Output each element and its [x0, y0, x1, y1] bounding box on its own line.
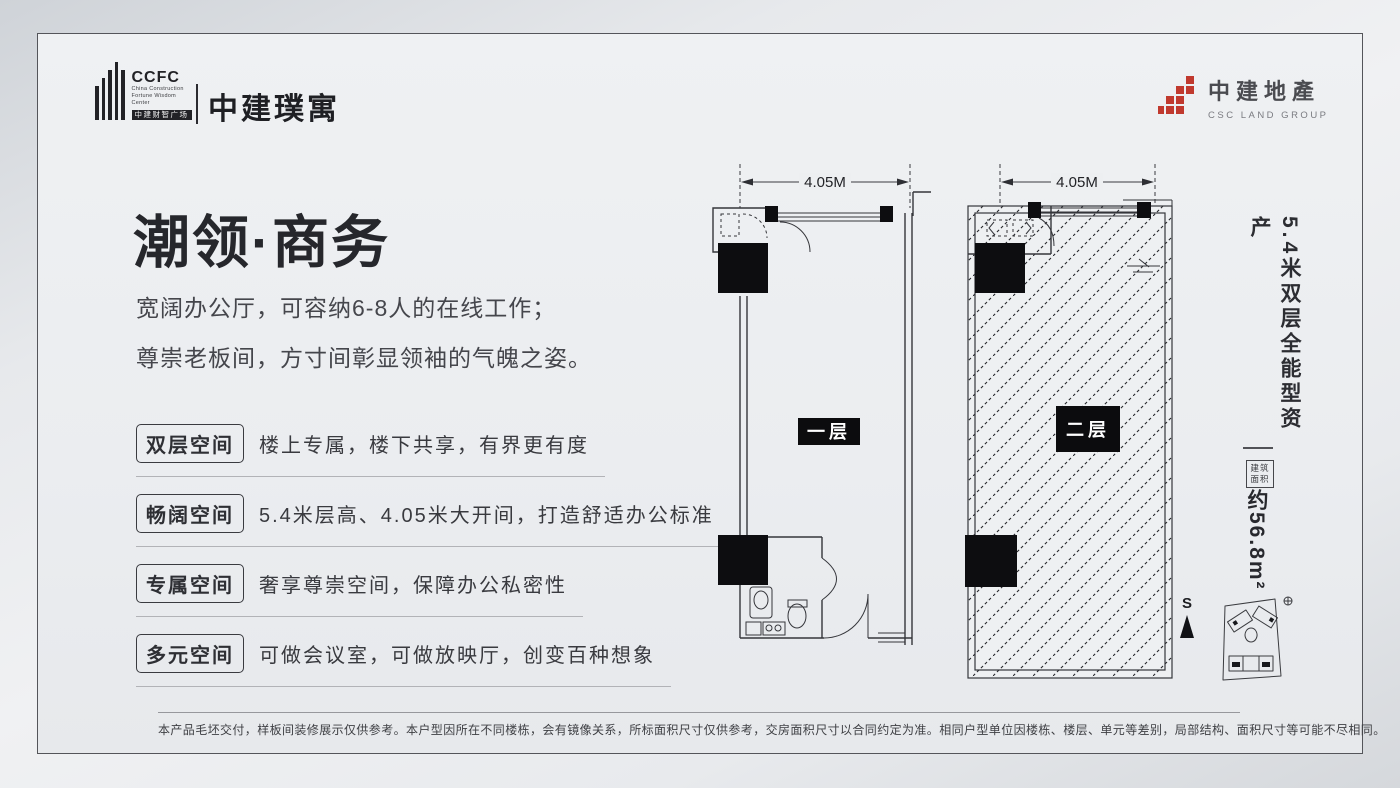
ccfc-subtitle-line3: Center: [131, 100, 150, 106]
feature-label-badge: 双层空间: [136, 424, 244, 463]
ccfc-bars-icon: [95, 62, 125, 120]
hero-copy-line2: 尊崇老板间，方寸间彰显领袖的气魄之姿。: [136, 345, 592, 371]
ccfc-text-block: CCFC China Construction Fortune Wisdom C…: [131, 68, 192, 120]
feature-description: 楼上专属，楼下共享，有界更有度: [259, 435, 589, 457]
compass-arrow-icon: [1180, 615, 1194, 638]
ccfc-acronym: CCFC: [131, 68, 180, 86]
floorplan-second-floor: 4.05M 二层: [965, 164, 1173, 679]
floor-label-first: 一层: [807, 422, 851, 442]
floorplan-first-floor: 4.05M: [712, 164, 931, 645]
developer-text-block: 中建地產 CSC LAND GROUP: [1208, 74, 1329, 121]
compass: S: [1176, 595, 1198, 638]
feature-label-badge: 专属空间: [136, 564, 244, 603]
feature-description: 奢享尊崇空间，保障办公私密性: [259, 575, 567, 597]
aside-headline: 5.4米双层全能型资产: [1248, 216, 1301, 433]
ccfc-subtitle-line2: Fortune Wisdom: [131, 93, 177, 99]
column-block: [718, 535, 768, 585]
hero-copy-line1: 宽阔办公厅，可容纳6-8人的在线工作；: [136, 295, 557, 321]
feature-description: 5.4米层高、4.05米大开间，打造舒适办公标准: [259, 505, 714, 527]
column-block: [718, 243, 768, 293]
area-badge-top: 建筑: [1250, 463, 1270, 473]
footer-disclaimer: 本产品毛坯交付，样板间装修展示仅供参考。本户型因所在不同楼栋，会有镜像关系，所标…: [158, 723, 1386, 737]
page-title: 潮领·商务: [133, 211, 390, 275]
feature-row-multi-space: 多元空间 可做会议室，可做放映厅，创变百种想象: [136, 634, 671, 687]
developer-name-en: CSC LAND GROUP: [1208, 110, 1329, 121]
gross-floor-area-badge: 建筑 面积: [1246, 460, 1274, 488]
area-value: 约56.8m²: [1245, 489, 1268, 591]
column-block: [975, 243, 1025, 293]
feature-row-open-space: 畅阔空间 5.4米层高、4.05米大开间，打造舒适办公标准: [136, 494, 730, 547]
feature-row-double-space: 双层空间 楼上专属，楼下共享，有界更有度: [136, 424, 605, 477]
floor-label-box: [1056, 406, 1120, 452]
ccfc-badge: 中建财智广场: [131, 109, 192, 120]
ccfc-logo: CCFC China Construction Fortune Wisdom C…: [95, 62, 192, 120]
feature-list: 双层空间 楼上专属，楼下共享，有界更有度 畅阔空间 5.4米层高、4.05米大开…: [136, 424, 730, 704]
logo-divider: [196, 84, 198, 124]
compass-south-label: S: [1181, 595, 1192, 612]
dimension-label-first-floor: 4.05M: [804, 174, 846, 191]
floor-label-second: 二层: [1066, 420, 1110, 440]
ccfc-subtitle-line1: China Construction: [131, 86, 184, 92]
hero-copy: 宽阔办公厅，可容纳6-8人的在线工作； 尊崇老板间，方寸间彰显领袖的气魄之姿。: [136, 283, 592, 383]
feature-row-private-space: 专属空间 奢享尊崇空间，保障办公私密性: [136, 564, 583, 617]
feature-label-badge: 多元空间: [136, 634, 244, 673]
footer-divider: [158, 712, 1240, 713]
developer-name-cn: 中建地產: [1208, 79, 1321, 104]
area-badge-bottom: 面积: [1250, 474, 1270, 484]
developer-building-icon: [1158, 76, 1194, 114]
aside-divider: [1243, 447, 1273, 449]
dimension-label-second-floor: 4.05M: [1056, 174, 1098, 191]
feature-label-badge: 畅阔空间: [136, 494, 244, 533]
column-block: [965, 535, 1017, 587]
floor-label-box: [798, 418, 860, 445]
residence-brand-name: 中建璞寓: [208, 93, 340, 126]
developer-logo: 中建地產 CSC LAND GROUP: [1158, 74, 1329, 121]
site-keyplan-icon: [1222, 596, 1293, 681]
feature-description: 可做会议室，可做放映厅，创变百种想象: [259, 645, 655, 667]
